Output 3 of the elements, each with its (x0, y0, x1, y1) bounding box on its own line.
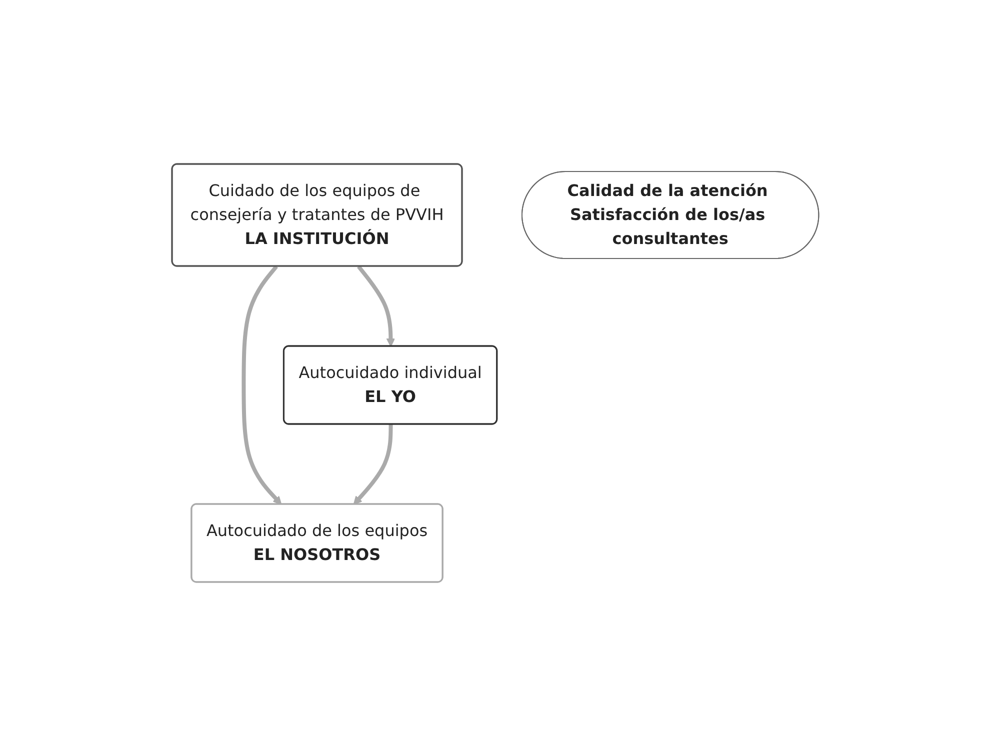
arrow (357, 265, 396, 347)
arrow (353, 424, 393, 505)
arrow (242, 265, 282, 505)
